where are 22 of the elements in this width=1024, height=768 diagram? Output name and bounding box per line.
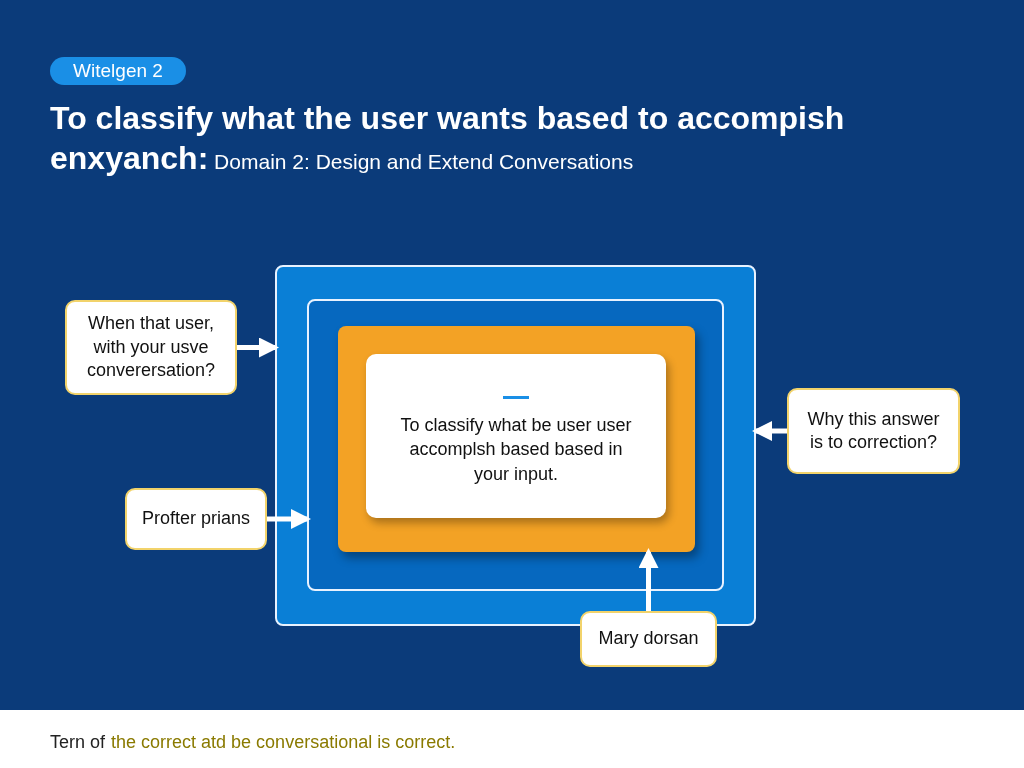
category-badge <box>50 57 186 85</box>
highlight-panel <box>338 326 695 552</box>
inner-frame <box>307 299 724 591</box>
node-text: Witelgen 2 <box>73 60 163 82</box>
footer-note: Tern of <box>50 732 106 753</box>
question-callout <box>65 300 237 395</box>
arrow <box>267 509 311 529</box>
arrow <box>638 548 659 611</box>
node-text: When that user, with your usve converersation? <box>85 312 217 383</box>
node-text: To classify what be user user accomplsh based based in your input. <box>399 414 633 486</box>
answer-card <box>366 354 666 518</box>
question-callout <box>787 388 960 474</box>
arrow <box>237 337 279 358</box>
arrow <box>752 421 787 441</box>
outer-frame <box>275 265 756 626</box>
callout-box <box>580 611 717 667</box>
node-text: Why this answer is to correction? <box>806 407 941 454</box>
node-text: Mary dorsan <box>598 627 699 651</box>
callout-box <box>125 488 267 550</box>
footer-note: the correct atd be conversational is correct. <box>111 732 456 753</box>
title: To classify what the user wants based to accompish enxyanch: Domain 2: Design and Extend Conversations <box>50 99 846 178</box>
node-text: Profter prians <box>141 507 250 531</box>
